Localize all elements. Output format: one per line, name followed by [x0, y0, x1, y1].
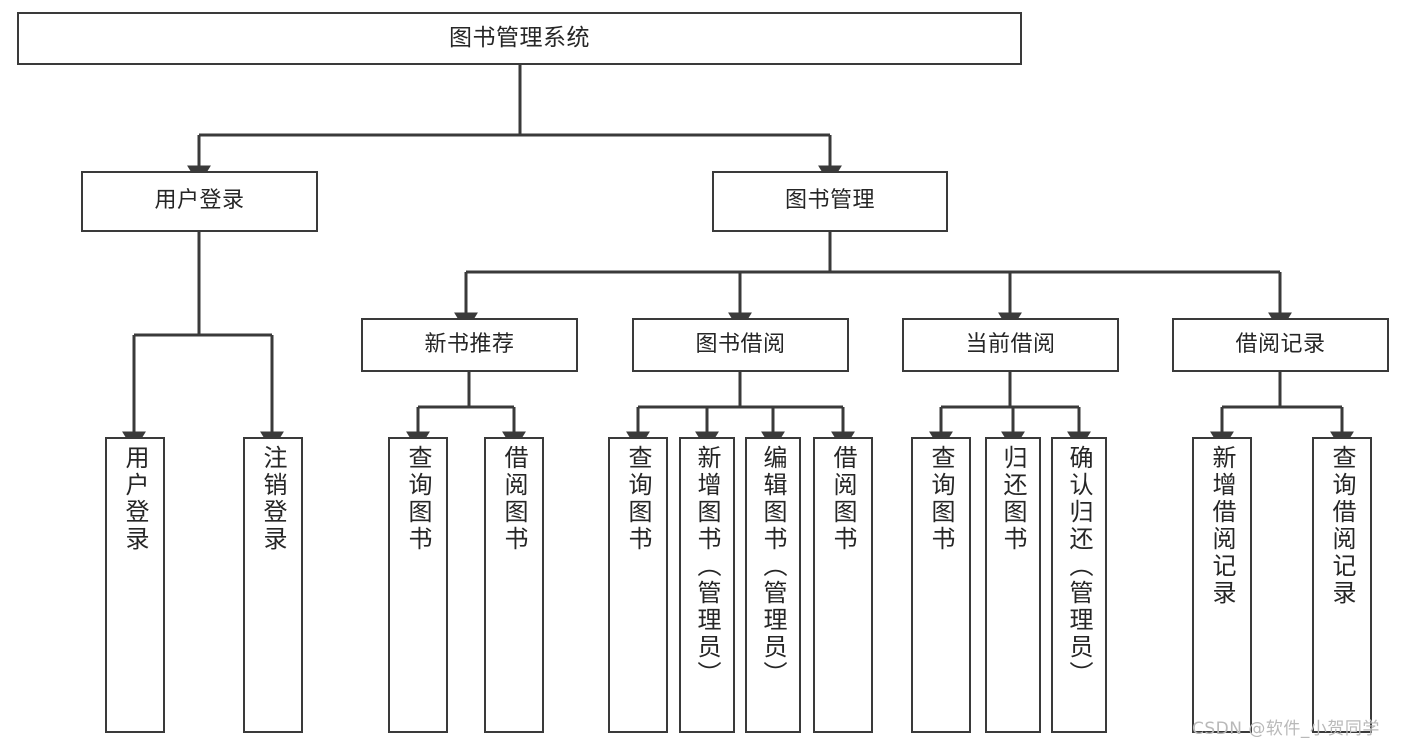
node-leaf-rec-query-record-label: 查询借阅记录 [1328, 445, 1356, 607]
node-leaf-rec-query-book-label: 查询图书 [404, 445, 432, 553]
node-leaf-rec-borrow-book-label: 借阅图书 [500, 445, 528, 553]
node-new-book-recommend-label: 新书推荐 [424, 331, 515, 357]
node-book-manage-label: 图书管理 [784, 188, 875, 214]
node-current-borrow[interactable]: 当前借阅 [902, 318, 1119, 372]
node-leaf-borrow-add-book[interactable]: 新增图书（管理员） [679, 437, 735, 733]
csdn-watermark: CSDN @软件_小贺同学 [1192, 719, 1380, 739]
node-new-book-recommend[interactable]: 新书推荐 [361, 318, 578, 372]
node-leaf-rec-add-record[interactable]: 新增借阅记录 [1192, 437, 1252, 733]
node-borrow-record[interactable]: 借阅记录 [1172, 318, 1389, 372]
node-leaf-borrow-edit-book-label: 编辑图书（管理员） [759, 445, 787, 688]
node-leaf-borrow-edit-book[interactable]: 编辑图书（管理员） [745, 437, 801, 733]
node-book-manage[interactable]: 图书管理 [712, 171, 948, 232]
node-leaf-rec-query-record[interactable]: 查询借阅记录 [1312, 437, 1372, 733]
node-leaf-cur-confirm-return-label: 确认归还（管理员） [1065, 445, 1093, 688]
node-current-borrow-label: 当前借阅 [965, 331, 1056, 357]
node-leaf-borrow-borrow-book[interactable]: 借阅图书 [813, 437, 873, 733]
node-leaf-user-login[interactable]: 用户登录 [105, 437, 165, 733]
node-leaf-rec-query-book[interactable]: 查询图书 [388, 437, 448, 733]
node-leaf-cur-confirm-return[interactable]: 确认归还（管理员） [1051, 437, 1107, 733]
node-root-label: 图书管理系统 [449, 24, 590, 51]
node-root[interactable]: 图书管理系统 [17, 12, 1022, 65]
node-leaf-cur-return-book-label: 归还图书 [999, 445, 1027, 553]
node-leaf-cur-return-book[interactable]: 归还图书 [985, 437, 1041, 733]
node-leaf-borrow-add-book-label: 新增图书（管理员） [693, 445, 721, 688]
node-borrow-record-label: 借阅记录 [1235, 331, 1326, 357]
node-leaf-borrow-query-book-label: 查询图书 [624, 445, 652, 553]
node-leaf-rec-add-record-label: 新增借阅记录 [1208, 445, 1236, 607]
node-book-borrow[interactable]: 图书借阅 [632, 318, 849, 372]
node-leaf-user-logout-label: 注销登录 [259, 445, 287, 553]
node-user-login-label: 用户登录 [154, 188, 245, 214]
node-leaf-rec-borrow-book[interactable]: 借阅图书 [484, 437, 544, 733]
node-user-login[interactable]: 用户登录 [81, 171, 318, 232]
node-leaf-user-login-label: 用户登录 [121, 445, 149, 553]
node-leaf-borrow-query-book[interactable]: 查询图书 [608, 437, 668, 733]
node-leaf-cur-query-book-label: 查询图书 [927, 445, 955, 553]
node-book-borrow-label: 图书借阅 [695, 331, 786, 357]
node-leaf-cur-query-book[interactable]: 查询图书 [911, 437, 971, 733]
node-leaf-borrow-borrow-book-label: 借阅图书 [829, 445, 857, 553]
node-leaf-user-logout[interactable]: 注销登录 [243, 437, 303, 733]
